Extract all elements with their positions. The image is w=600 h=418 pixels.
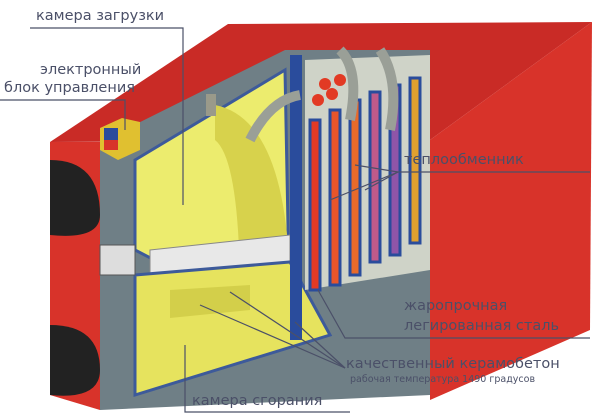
- label-heat-exchanger: теплообменник: [404, 152, 524, 168]
- ash-door: [99, 244, 136, 276]
- label-combustion-chamber: камера сгорания: [192, 393, 323, 409]
- flue-pipe-3: [375, 47, 399, 131]
- label-steel-1: жаропрочная: [404, 298, 508, 314]
- flue-pipe-2: [336, 46, 359, 121]
- steel-wall: [290, 55, 302, 340]
- ceramic-block: [170, 285, 250, 318]
- casing-right: [430, 22, 592, 400]
- label-control-unit-2: блок управления: [4, 80, 135, 96]
- flue-pipe: [245, 90, 302, 143]
- label-ceramic-note: рабочая температура 1490 градусов: [350, 374, 536, 385]
- leader-lines: [0, 27, 590, 413]
- label-control-unit-1: электронный: [40, 62, 142, 78]
- lower-door: [50, 325, 100, 396]
- label-ceramic-concrete: качественный керамобетон: [346, 356, 560, 372]
- label-steel-2: легированная сталь: [404, 318, 560, 334]
- upper-door: [50, 160, 100, 236]
- chimney-stub: [206, 94, 216, 116]
- label-loading-chamber: камера загрузки: [36, 8, 165, 24]
- control-unit: [100, 118, 140, 160]
